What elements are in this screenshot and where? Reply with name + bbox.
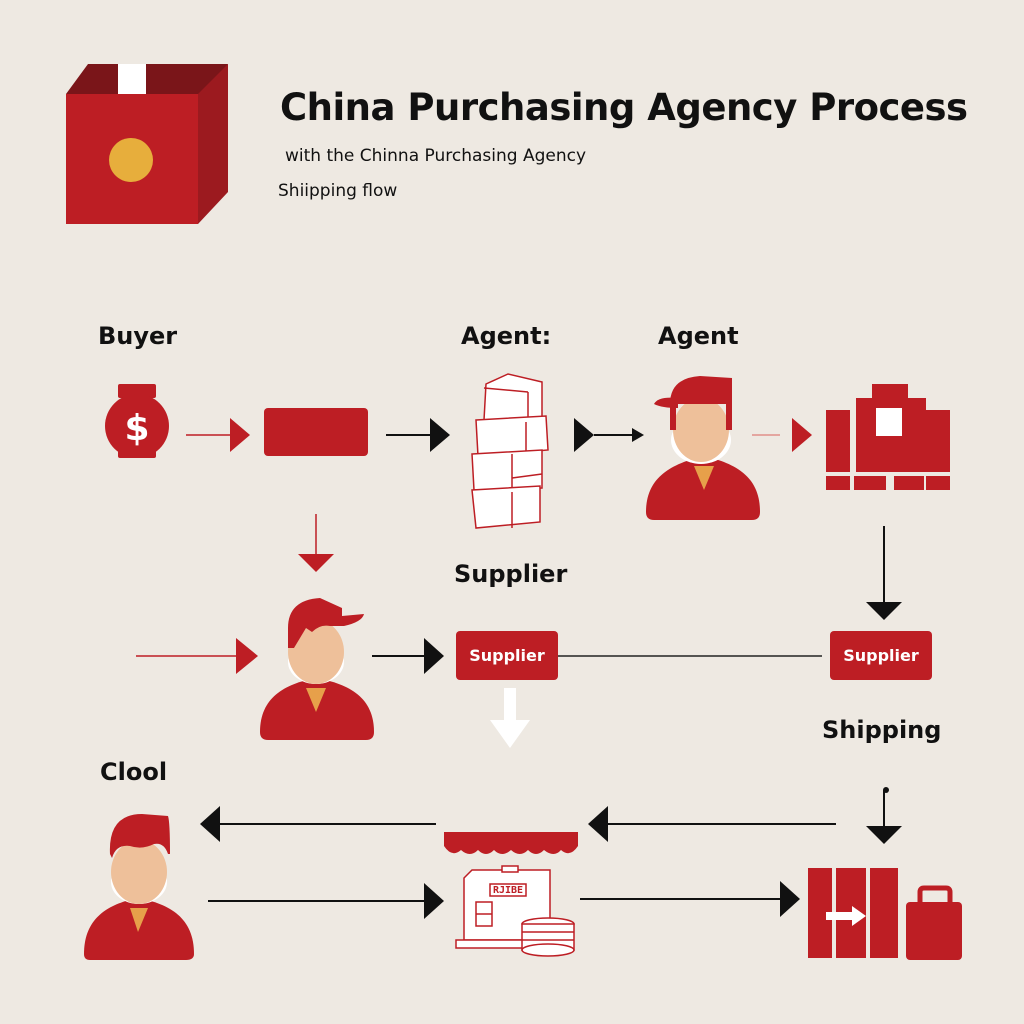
arrow-right-black [386,418,450,452]
buyer-avatar-icon [260,598,374,740]
connector-line-horizontal [558,655,822,657]
arrow-right-red-long [136,638,258,674]
stacked-boxes-icon [471,373,549,529]
arrow-left-black-1 [200,806,436,842]
arrow-down-black-short [866,787,902,844]
supplier-box-1: Supplier [456,631,558,680]
svg-text:$: $ [124,408,149,449]
label-shipping: Shipping [822,716,942,744]
page-title: China Purchasing Agency Process [280,86,968,129]
arrow-left-black-2 [588,806,836,842]
shipping-gate-icon [808,868,898,958]
arrow-right-red-short [752,418,812,452]
label-buyer: Buyer [98,322,178,350]
bag-icon [906,885,962,960]
arrow-down-white [490,688,530,748]
arrow-right-black-3 [208,883,444,919]
arrow-right-black-4 [580,881,800,917]
label-agent: Agent [658,322,739,350]
arrow-right-red [186,418,250,452]
agent-avatar-icon [646,376,760,520]
label-supplier: Supplier [454,560,568,588]
payment-block [264,408,368,456]
label-clool: Clool [100,758,168,786]
store-with-coins-icon: RJIBE [444,832,578,957]
subtitle-secondary: Shiipping flow [278,181,398,201]
arrow-down-black [866,526,902,620]
arrow-down-red [298,514,334,572]
arrow-right-black-2 [372,638,444,674]
supplier-box-2: Supplier [830,631,932,680]
subtitle: with the Chinna Purchasing Agency [285,146,587,166]
warehouse-icon [826,384,950,490]
customer-avatar-icon [84,814,194,960]
svg-text:RJIBE: RJIBE [493,885,523,896]
arrow-right-double [574,418,644,452]
money-bag-icon: $ [105,384,169,458]
shopping-box-logo-icon [66,64,228,224]
label-agent-colon: Agent: [461,322,552,350]
